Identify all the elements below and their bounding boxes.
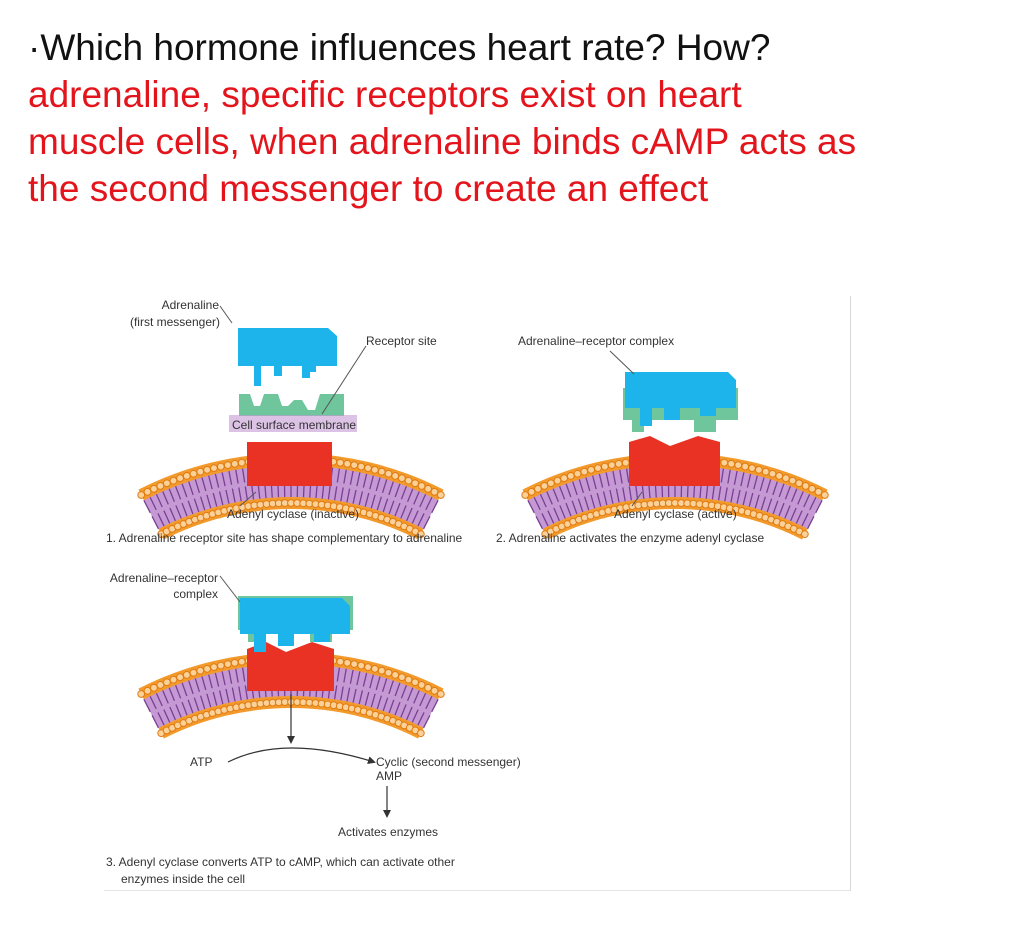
- camp-label: Cyclic (second messenger): [376, 755, 521, 769]
- caption-panel-2: 2. Adrenaline activates the enzyme adeny…: [496, 531, 764, 545]
- atp-to-camp-arrow: [227, 747, 376, 765]
- receptor-panel-1: [239, 394, 344, 416]
- activates-enzymes-label: Activates enzymes: [338, 825, 438, 839]
- figure-svg: Adrenaline (first messenger) Receptor si…: [106, 298, 829, 886]
- panel-1: Adrenaline (first messenger) Receptor si…: [106, 298, 463, 545]
- panel-2: Adrenaline–receptor complex Adenyl cycla…: [496, 334, 829, 545]
- adenyl-cyclase-panel-3: [247, 642, 334, 691]
- answer-line-3: the second messenger to create an effect: [28, 168, 709, 209]
- enzyme-inactive-label: Adenyl cyclase (inactive): [227, 507, 359, 521]
- caption-panel-3-line-2: enzymes inside the cell: [121, 872, 245, 886]
- question-text: ·Which hormone influences heart rate? Ho…: [28, 27, 771, 68]
- cell-signalling-figure: Adrenaline (first messenger) Receptor si…: [104, 296, 851, 891]
- membrane-panel-2: [521, 452, 829, 540]
- enzyme-active-label: Adenyl cyclase (active): [614, 507, 737, 521]
- answer-line-2: muscle cells, when adrenaline binds cAMP…: [28, 121, 857, 162]
- slide-title: ·Which hormone influences heart rate? Ho…: [28, 24, 1008, 212]
- complex-label-panel-3-line-2: complex: [173, 587, 218, 601]
- adrenaline-bound-panel-2: [625, 372, 736, 426]
- membrane-label: Cell surface membrane: [232, 418, 356, 432]
- adenyl-cyclase-inactive: [247, 442, 332, 486]
- caption-panel-1: 1. Adrenaline receptor site has shape co…: [106, 531, 463, 545]
- complex-label-panel-3: Adrenaline–receptor: [110, 571, 218, 585]
- answer-line-1: adrenaline, specific receptors exist on …: [28, 74, 742, 115]
- first-messenger-label: (first messenger): [130, 315, 220, 329]
- camp-label-line-2: AMP: [376, 769, 402, 783]
- complex-label-panel-2: Adrenaline–receptor complex: [518, 334, 674, 348]
- panel-3: Adrenaline–receptor complex ATP Cyclic (…: [106, 571, 521, 886]
- caption-panel-3: 3. Adenyl cyclase converts ATP to cAMP, …: [106, 855, 455, 869]
- adrenaline-molecule: [238, 328, 337, 386]
- adenyl-cyclase-active: [629, 436, 720, 486]
- receptor-site-label: Receptor site: [366, 334, 437, 348]
- adrenaline-label: Adrenaline: [162, 298, 220, 312]
- adrenaline-bound-panel-3: [240, 598, 350, 652]
- atp-label: ATP: [190, 755, 212, 769]
